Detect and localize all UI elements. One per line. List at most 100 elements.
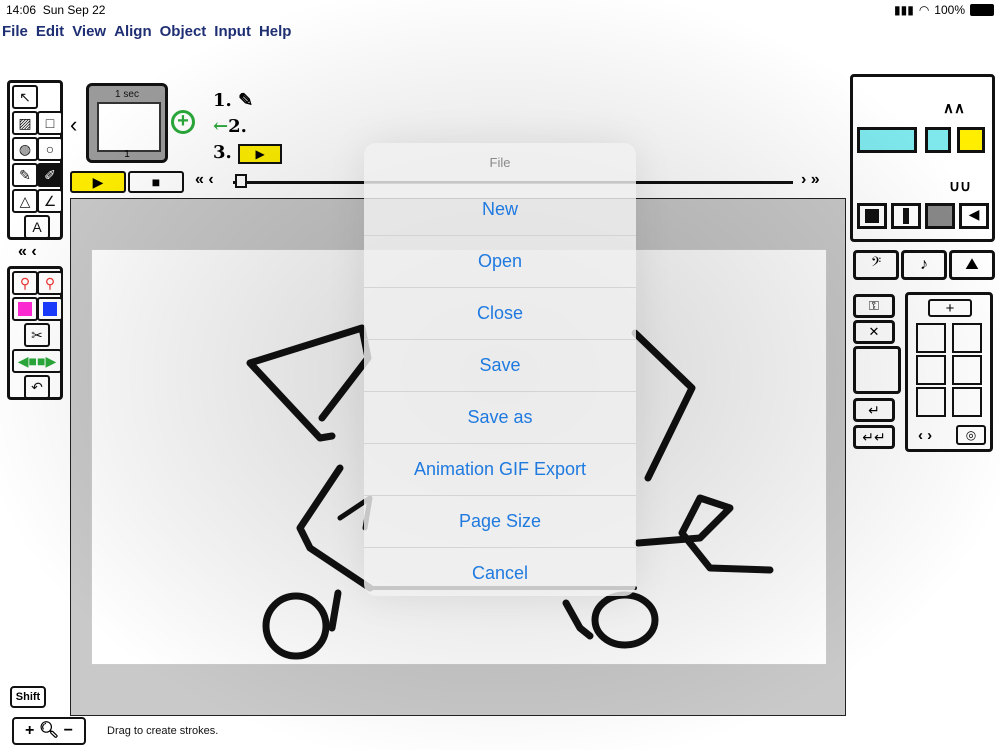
- menu-view[interactable]: View: [72, 23, 107, 40]
- zoom-controls[interactable]: + 🔍︎ −: [12, 717, 86, 745]
- panel-expand-icon[interactable]: ∪∪: [949, 178, 971, 195]
- left-toolbox: ↖ ▨ □ ◍ ○ ✎ ✐ △ ∠ A: [7, 80, 63, 240]
- stroke-wheel-left: [262, 592, 330, 660]
- step-3-label: 3.: [213, 142, 232, 163]
- color-swatch-yellow[interactable]: [957, 127, 985, 153]
- menu-align[interactable]: Align: [114, 23, 152, 40]
- pen-icon[interactable]: ✎: [12, 163, 38, 187]
- color-swatch-cyan[interactable]: [857, 127, 917, 153]
- stroke-taper-icon[interactable]: ◀: [959, 203, 989, 229]
- battery-percent: 100%: [934, 3, 965, 17]
- undo-icon[interactable]: ↶: [24, 375, 50, 399]
- layer-cell-6[interactable]: [952, 387, 982, 417]
- pin-red-icon[interactable]: ⚲: [12, 271, 38, 295]
- eraser-icon[interactable]: ▨: [12, 111, 38, 135]
- play-button[interactable]: ▶: [70, 171, 126, 193]
- save-button[interactable]: Save: [364, 340, 636, 392]
- layer-cell-5[interactable]: [916, 387, 946, 417]
- stroke-wheel-right: [591, 591, 659, 649]
- circle-icon[interactable]: ○: [37, 137, 63, 161]
- play-hint-icon: ▶: [238, 144, 283, 164]
- panel-collapse-icon[interactable]: ∧∧: [943, 100, 965, 117]
- mountain-button[interactable]: ⛰: [949, 250, 995, 280]
- left-nav-arrows[interactable]: « ‹: [18, 243, 37, 260]
- music-note-button[interactable]: ♪: [901, 250, 947, 280]
- layer-cell-3[interactable]: [916, 355, 946, 385]
- text-tool-icon[interactable]: A: [24, 215, 50, 239]
- status-right: ▮▮▮ ◠ 100%: [894, 3, 994, 17]
- menu-edit[interactable]: Edit: [35, 23, 65, 40]
- bottom-bar: Shift + 🔍︎ − Drag to create strokes.: [0, 680, 1000, 750]
- pin-red-2-icon[interactable]: ⚲: [37, 271, 63, 295]
- file-action-sheet: File New Open Close Save Save as Animati…: [364, 143, 636, 596]
- stroke-bar-icon[interactable]: [891, 203, 921, 229]
- return-icon[interactable]: ↵: [853, 398, 895, 422]
- tempo-button[interactable]: 𝄢: [853, 250, 899, 280]
- frame-move-icon[interactable]: ◀■■▶: [12, 349, 62, 373]
- rectangle-icon[interactable]: □: [37, 111, 63, 135]
- new-button[interactable]: New: [364, 184, 636, 236]
- timeline-handle[interactable]: [235, 174, 247, 188]
- magenta-fill-icon[interactable]: [12, 297, 38, 321]
- save-as-button[interactable]: Save as: [364, 392, 636, 444]
- stroke-left-head: [246, 324, 372, 442]
- layer-grid: + ‹ › ◎: [905, 292, 993, 452]
- stroke-right-leg: [562, 599, 594, 640]
- frame-thumbnail[interactable]: 1 sec 1: [86, 83, 168, 163]
- stroke-letter-e: [634, 494, 774, 574]
- menu-object[interactable]: Object: [159, 23, 207, 40]
- select-arrow-icon[interactable]: ↖: [12, 85, 38, 109]
- blank-button[interactable]: [853, 346, 901, 394]
- left-toolbox-lower: ⚲ ⚲ ✂ ◀■■▶ ↶: [7, 266, 63, 400]
- shift-button[interactable]: Shift: [10, 686, 46, 708]
- layer-cell-1[interactable]: [916, 323, 946, 353]
- frame-preview: [97, 102, 161, 152]
- stop-button[interactable]: ■: [128, 171, 184, 193]
- stroke-black-icon[interactable]: [857, 203, 887, 229]
- zoom-in-icon[interactable]: +: [25, 722, 35, 739]
- menu-input[interactable]: Input: [214, 23, 251, 40]
- camera-icon[interactable]: ◎: [956, 425, 986, 445]
- stroke-left-leg: [328, 589, 342, 632]
- arrow-left-icon: ←: [213, 116, 229, 137]
- zoom-out-icon[interactable]: −: [63, 722, 73, 739]
- layer-cell-4[interactable]: [952, 355, 982, 385]
- battery-icon: [970, 4, 994, 16]
- timeline-forward-icon[interactable]: › »: [801, 171, 820, 188]
- close-button[interactable]: Close: [364, 288, 636, 340]
- wifi-icon: ◠: [918, 3, 930, 17]
- status-bar: 14:06 Sun Sep 22 ▮▮▮ ◠ 100%: [0, 0, 1000, 20]
- signal-icon: ▮▮▮: [894, 3, 914, 17]
- triangle-icon[interactable]: △: [12, 189, 38, 213]
- blue-fill-icon[interactable]: [37, 297, 63, 321]
- pencil-icon: ✎: [238, 90, 254, 111]
- line-icon[interactable]: ∠: [37, 189, 63, 213]
- frame-duration: 1 sec: [115, 89, 139, 100]
- add-frame-icon[interactable]: +: [171, 110, 195, 134]
- menu-help[interactable]: Help: [258, 23, 292, 40]
- stroke-gray-icon[interactable]: [925, 203, 955, 229]
- status-time: 14:06 Sun Sep 22: [6, 3, 106, 17]
- add-layer-icon[interactable]: +: [928, 299, 972, 317]
- gif-export-button[interactable]: Animation GIF Export: [364, 444, 636, 496]
- layer-nav-icon[interactable]: ‹ ›: [918, 427, 933, 444]
- color-swatch-cyan-small[interactable]: [925, 127, 951, 153]
- frame-number: 1: [124, 149, 130, 160]
- oval-fill-icon[interactable]: ◍: [12, 137, 38, 161]
- delete-key-icon[interactable]: ✕: [853, 320, 895, 344]
- key-icon[interactable]: ⚿: [853, 294, 895, 318]
- layer-cell-2[interactable]: [952, 323, 982, 353]
- right-color-panel: ∧∧ ∪∪ ◀: [850, 74, 995, 242]
- sheet-title: File: [364, 143, 636, 184]
- stroke-right-head: [631, 329, 696, 482]
- frame-prev-arrow-icon[interactable]: ‹: [70, 112, 78, 137]
- cut-icon[interactable]: ✂: [24, 323, 50, 347]
- open-button[interactable]: Open: [364, 236, 636, 288]
- brush-icon[interactable]: ✐: [37, 163, 63, 187]
- drawing-strokes: [246, 324, 774, 660]
- cancel-button[interactable]: Cancel: [471, 563, 529, 583]
- timeline-rewind-icon[interactable]: « ‹: [195, 171, 214, 188]
- return-double-icon[interactable]: ↵↵: [853, 425, 895, 449]
- page-size-button[interactable]: Page Size: [364, 496, 636, 548]
- menu-file[interactable]: File: [2, 23, 28, 40]
